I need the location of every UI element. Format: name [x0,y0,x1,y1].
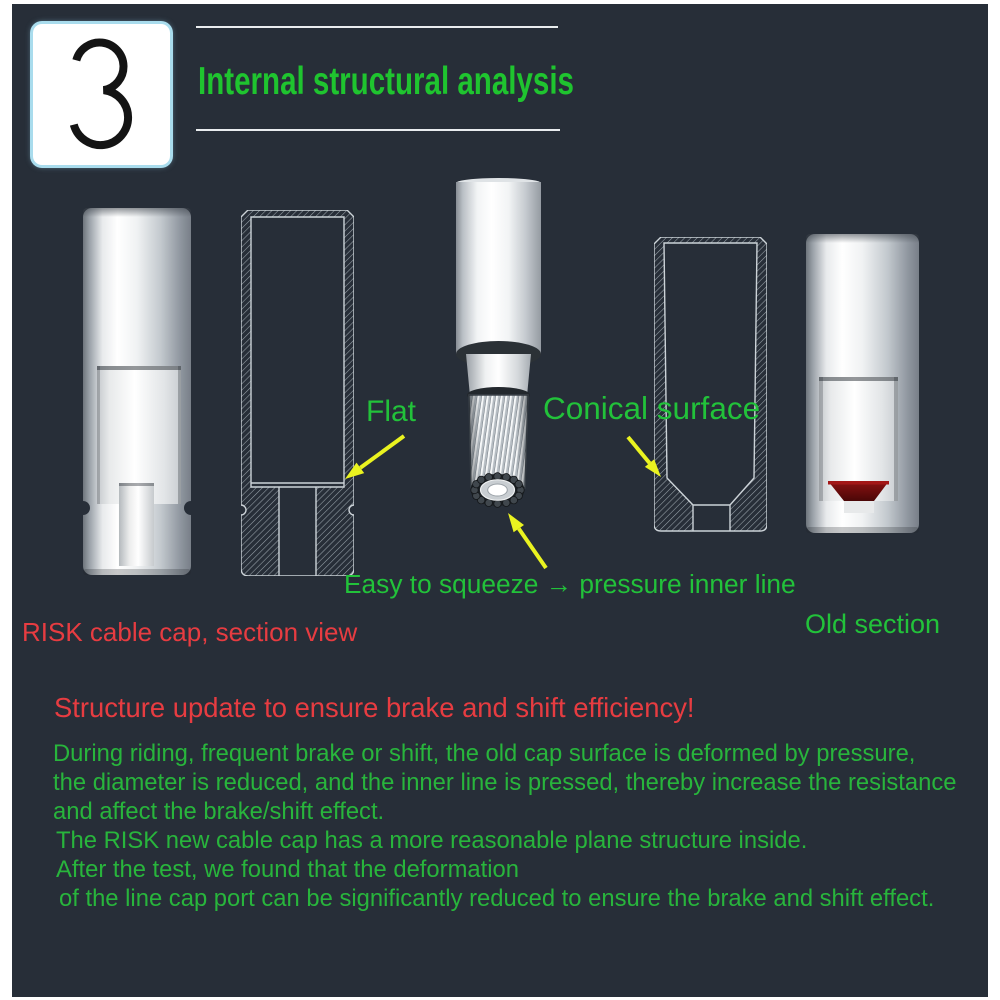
red-conical-surface [828,481,889,501]
cable-end-render [456,178,541,508]
para2-line3: of the line cap port can be significantl… [59,885,935,912]
arrow-flat-icon [345,434,406,479]
arrow-conical-icon [626,435,661,477]
risk-cap-render [83,208,191,575]
label-conical-surface: Conical surface [543,390,761,426]
bottom-heading: Structure update to ensure brake and shi… [54,692,695,723]
cap-inner-bore [119,483,154,566]
risk-cap-section-drawing [241,210,354,576]
cable-housing [456,182,541,354]
arrow-squeeze-icon [508,513,548,570]
para1-line3: and affect the brake/shift effect. [53,798,385,825]
wire-core-hole [487,483,508,497]
old-cap-section-drawing [654,237,767,532]
caption-risk-cable-cap: RISK cable cap, section view [22,617,358,647]
label-old-section: Old section [805,609,941,639]
strand-ends [470,472,525,508]
cable-liner-collar [466,354,531,396]
para2-line1: The RISK new cable cap has a more reason… [56,827,808,854]
step-number-3-glyph [69,38,133,150]
label-flat: Flat [366,395,417,428]
para1-line1: During riding, frequent brake or shift, … [53,740,916,767]
para1-line2: the diameter is reduced, and the inner l… [53,769,957,796]
old-cap-inner-cavity [819,377,898,501]
label-easy-to-squeeze: Easy to squeeze → pressure inner line [344,569,796,599]
step-number-box [33,24,170,165]
title-rule-bottom [196,129,560,131]
title-rule-top [196,26,558,28]
page-title: Internal structural analysis [198,60,574,103]
para2-line2: After the test, we found that the deform… [56,856,519,883]
old-cap-render [806,234,919,533]
cap-inner-cavity [97,366,181,504]
